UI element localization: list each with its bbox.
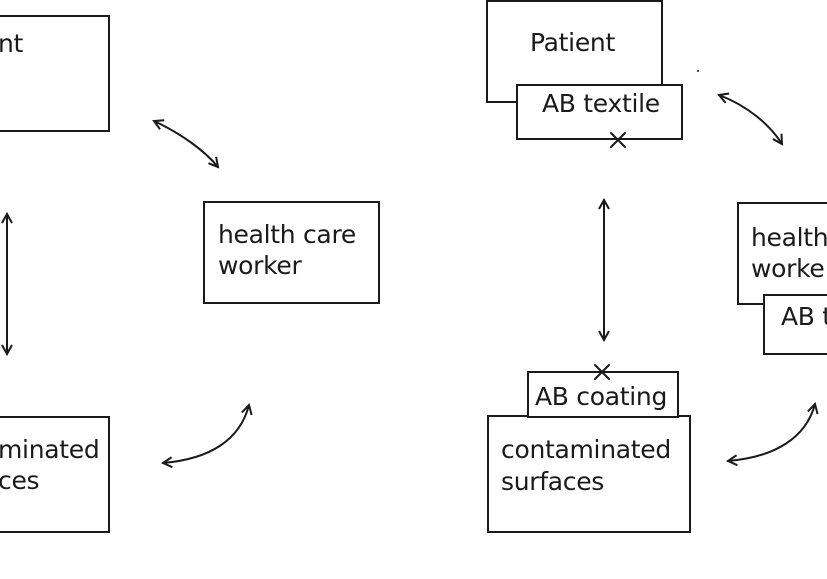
left-surfaces-hcw-arrow <box>163 405 249 463</box>
left-patient-label: nt <box>0 29 24 58</box>
left-patient-box <box>0 15 110 132</box>
left-surfaces-label-line2: ces <box>0 466 40 495</box>
left-patient-hcw-arrow <box>154 121 218 167</box>
right-surfaces-label-line2: surfaces <box>501 467 605 496</box>
right-ab-textile-label: AB textile <box>542 89 660 118</box>
right-hcw-label-line1: health <box>751 223 827 252</box>
right-textile-block-x-icon <box>610 132 626 148</box>
right-surfaces-hcw-arrow <box>728 404 815 461</box>
right-ab-coating-box <box>527 371 679 418</box>
right-ab-textile-box <box>516 84 683 140</box>
right-hcw-box <box>737 202 827 305</box>
right-ab-coating-label: AB coating <box>535 382 668 411</box>
left-surfaces-box <box>0 416 110 533</box>
right-coating-block-x-icon <box>594 364 610 380</box>
right-textile-hcw-arrow <box>719 95 782 144</box>
right-surfaces-label-line1: contaminated <box>501 435 671 464</box>
right-hcw-label-line2: worke <box>751 254 825 283</box>
right-ab-textile2-box <box>763 294 827 355</box>
stray-dot <box>697 70 699 72</box>
left-surfaces-label-line1: minated <box>0 435 100 464</box>
right-patient-label: Patient <box>530 28 615 57</box>
right-ab-textile2-label: AB t <box>781 302 827 331</box>
left-hcw-box <box>203 201 380 304</box>
left-hcw-label-line1: health care <box>218 220 356 249</box>
left-hcw-label-line2: worker <box>218 251 302 280</box>
right-surfaces-box <box>487 415 691 533</box>
